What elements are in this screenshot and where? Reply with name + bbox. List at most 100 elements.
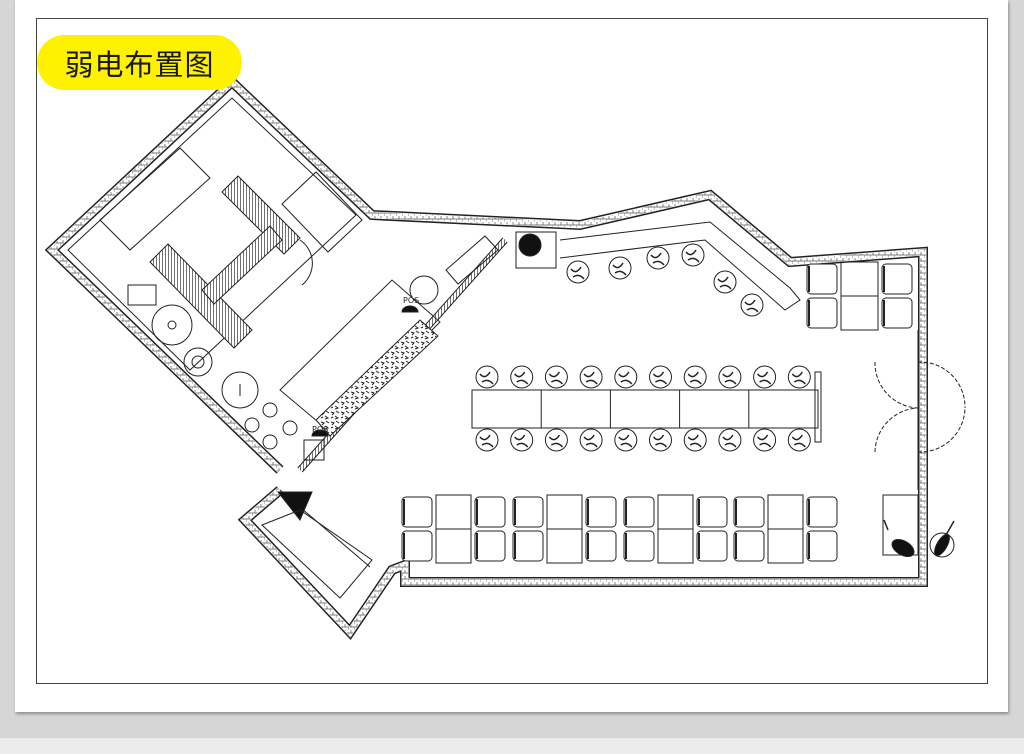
stool-seat — [510, 365, 534, 389]
chair — [696, 530, 728, 562]
stool — [753, 428, 777, 452]
chair — [401, 530, 433, 562]
stool-seat — [740, 293, 764, 317]
pos-label-2: POS — [312, 425, 328, 434]
stool-seat — [646, 246, 670, 270]
chair-seat — [806, 263, 838, 295]
stool — [510, 365, 534, 389]
stool — [579, 428, 603, 452]
long-table — [471, 389, 819, 429]
chair — [881, 297, 913, 329]
stool-seat — [718, 428, 742, 452]
stool-seat — [608, 256, 632, 280]
chair-seat — [623, 496, 655, 528]
bar-counter — [559, 221, 801, 311]
stool-seat — [475, 428, 499, 452]
stool — [787, 428, 811, 452]
stool-seat — [753, 428, 777, 452]
stool-seat — [579, 428, 603, 452]
kitchen: POS POS — [67, 97, 499, 599]
stool-pattern — [791, 371, 806, 385]
stool — [683, 428, 707, 452]
stool-pattern — [548, 434, 563, 448]
page-title: 弱电布置图 — [37, 35, 242, 90]
stool-pattern — [612, 262, 627, 276]
stool — [683, 365, 707, 389]
stool-pattern — [744, 299, 759, 313]
stool-pattern — [583, 434, 598, 448]
stool-pattern — [685, 249, 700, 263]
stool — [510, 428, 534, 452]
stool-seat — [579, 365, 603, 389]
stool-seat — [544, 365, 568, 389]
stool-pattern — [717, 276, 732, 290]
stool-pattern — [722, 434, 737, 448]
stool-seat — [753, 365, 777, 389]
stool-pattern — [757, 434, 772, 448]
stool-seat — [614, 365, 638, 389]
chair-seat — [733, 496, 765, 528]
stool — [787, 365, 811, 389]
stool — [544, 428, 568, 452]
stool-pattern — [618, 371, 633, 385]
stool-pattern — [570, 266, 585, 280]
chair-seat — [881, 263, 913, 295]
chair-seat — [696, 530, 728, 562]
chair — [806, 496, 838, 528]
stool — [566, 260, 590, 284]
stool-seat — [718, 365, 742, 389]
chair-seat — [806, 297, 838, 329]
stool-pattern — [479, 434, 494, 448]
stool-seat — [787, 428, 811, 452]
stool — [740, 293, 764, 317]
stool — [614, 428, 638, 452]
stool-pattern — [687, 371, 702, 385]
stool — [475, 365, 499, 389]
chair — [512, 496, 544, 528]
dining-area — [401, 221, 966, 564]
chair-seat — [585, 530, 617, 562]
stool-seat — [649, 428, 672, 452]
stool-seat — [683, 365, 707, 389]
stool-pattern — [650, 252, 665, 266]
chair-seat — [474, 496, 506, 528]
chair-seat — [733, 530, 765, 562]
chair-seat — [881, 297, 913, 329]
chair — [696, 496, 728, 528]
stool-seat — [475, 365, 499, 389]
stool — [718, 365, 742, 389]
stool — [649, 365, 672, 389]
stool — [713, 270, 737, 294]
stool-pattern — [757, 371, 772, 385]
stool-seat — [681, 243, 705, 267]
chair — [512, 530, 544, 562]
stool — [475, 428, 499, 452]
stool-pattern — [548, 371, 563, 385]
stool — [649, 428, 672, 452]
drawing-sheet — [15, 0, 1008, 712]
chair — [585, 496, 617, 528]
chair — [474, 530, 506, 562]
chair-seat — [512, 530, 544, 562]
stool-seat — [544, 428, 568, 452]
stool-pattern — [479, 371, 494, 385]
stool-pattern — [652, 371, 668, 385]
chair — [585, 530, 617, 562]
chair — [401, 496, 433, 528]
stool-seat — [614, 428, 638, 452]
stool-seat — [713, 270, 737, 294]
stool-pattern — [652, 434, 668, 448]
stool — [646, 246, 670, 270]
stool-pattern — [514, 434, 529, 448]
stool — [608, 256, 632, 280]
stool-pattern — [722, 371, 737, 385]
drawing-frame — [36, 18, 988, 684]
chair — [733, 530, 765, 562]
stove-burners — [244, 402, 298, 450]
chair-seat — [401, 496, 433, 528]
chair — [806, 530, 838, 562]
stool — [681, 243, 705, 267]
chair — [474, 496, 506, 528]
chair-seat — [806, 530, 838, 562]
